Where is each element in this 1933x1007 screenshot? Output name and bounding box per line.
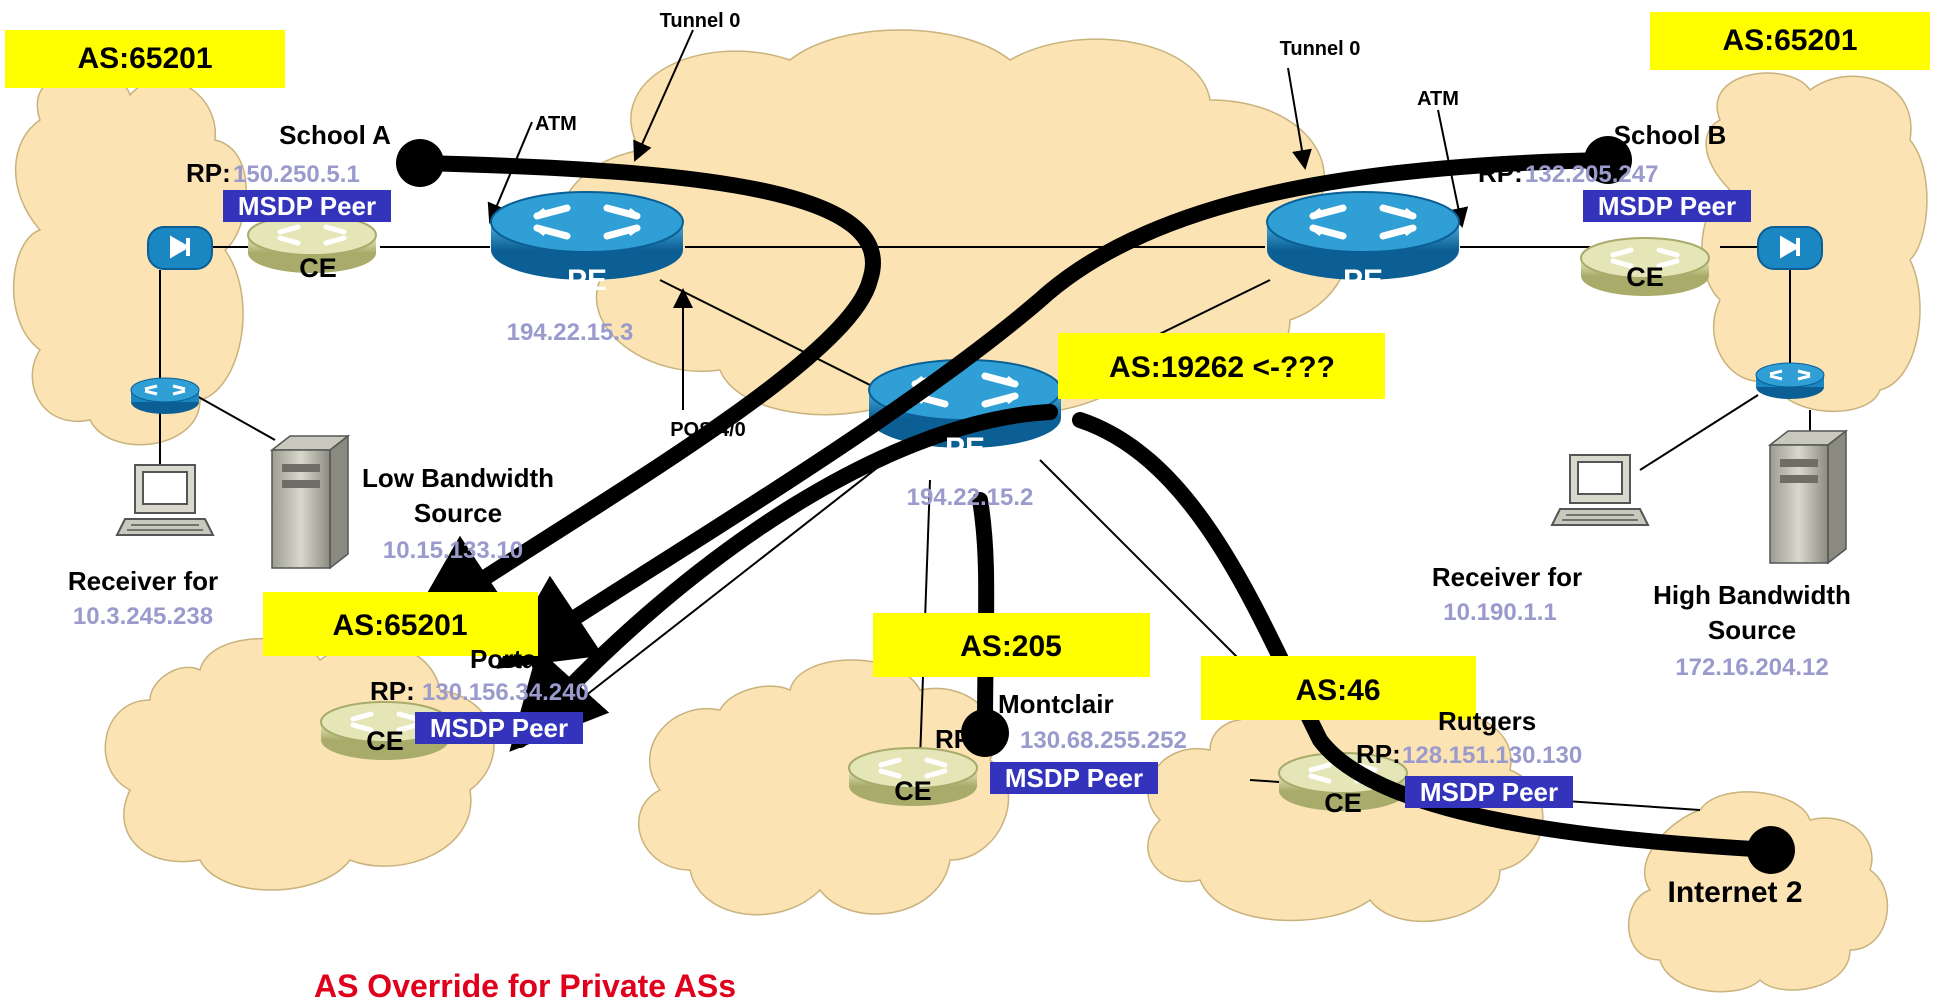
low-bw-line1: Low Bandwidth [362, 463, 554, 493]
pe-center-label: PE [945, 432, 985, 465]
school-b-rp-prefix: RP: [1478, 158, 1523, 188]
ce-portal-label: CE [366, 726, 404, 756]
school-a-msdp: MSDP Peer [238, 191, 376, 221]
cloud-montclair [638, 659, 1010, 916]
tunnel-label-left: Tunnel 0 [660, 10, 741, 32]
portal-rp-prefix: RP: [370, 676, 415, 706]
msdp-paths [406, 152, 1778, 858]
pe-center-ip: 194.22.15.2 [907, 484, 1034, 511]
school-a-rp-prefix: RP: [186, 158, 231, 188]
receiver-right-ip: 10.190.1.1 [1443, 599, 1556, 626]
ce-montclair-label: CE [894, 776, 932, 806]
switch-icon-left [146, 225, 214, 271]
portal-rp-ip: 130.156.34.240 [422, 679, 589, 706]
low-bw-line2: Source [414, 498, 502, 528]
as-label-portal: AS:65201 [332, 609, 467, 642]
school-a-name: School A [279, 120, 391, 150]
low-bw-ip: 10.15.133.10 [383, 537, 523, 564]
rp-dots [396, 136, 1795, 874]
as-boxes [5, 12, 1930, 720]
rutgers-name: Rutgers [1438, 706, 1536, 736]
montclair-msdp: MSDP Peer [1005, 763, 1143, 793]
portal-msdp: MSDP Peer [430, 713, 568, 743]
pe-left-label: PE [567, 264, 607, 297]
school-a-rp-ip: 150.250.5.1 [233, 161, 360, 188]
cloud-portal [104, 637, 495, 891]
school-b-msdp: MSDP Peer [1598, 191, 1736, 221]
access-router-right [1754, 361, 1826, 401]
high-bw-line2: Source [1708, 615, 1796, 645]
pe-right-label: PE [1343, 264, 1383, 297]
high-bw-line1: High Bandwidth [1653, 580, 1851, 610]
receiver-right-label: Receiver for [1432, 562, 1582, 592]
ce-school-a-label: CE [299, 253, 337, 283]
rutgers-msdp: MSDP Peer [1420, 777, 1558, 807]
montclair-name: Montclair [998, 689, 1114, 719]
receiver-left-ip: 10.3.245.238 [73, 603, 213, 630]
as-label-top-left: AS:65201 [77, 42, 212, 75]
montclair-rp-ip: 130.68.255.252 [1020, 727, 1187, 754]
internet2-label: Internet 2 [1667, 876, 1802, 909]
school-b-rp-ip: 132.205.247 [1525, 161, 1658, 188]
pc-icon-right [1551, 454, 1649, 526]
atm-label-left: ATM [535, 113, 577, 135]
as-label-top-right: AS:65201 [1722, 24, 1857, 57]
high-bw-ip: 172.16.204.12 [1675, 654, 1828, 681]
ce-school-b-label: CE [1626, 262, 1664, 292]
atm-label-right: ATM [1417, 88, 1459, 110]
cloud-core [558, 29, 1349, 416]
school-b-name: School B [1614, 120, 1727, 150]
server-icon-low-bw [271, 435, 349, 569]
receiver-left-label: Receiver for [68, 566, 218, 596]
switch-icon-right [1756, 225, 1824, 271]
tunnel-label-right: Tunnel 0 [1280, 38, 1361, 60]
pos-label: POS 4/0 [670, 419, 746, 441]
access-router-left [129, 376, 201, 416]
msdp-boxes [223, 190, 1751, 808]
montclair-rp-prefix: RP: [935, 724, 980, 754]
rutgers-rp-prefix: RP: [1356, 739, 1401, 769]
ce-rutgers-label: CE [1324, 788, 1362, 818]
as-label-core: AS:19262 <-??? [1109, 351, 1335, 384]
as-label-rutgers: AS:46 [1295, 674, 1380, 707]
rutgers-rp-ip: 128.151.130.130 [1402, 742, 1582, 769]
server-icon-high-bw [1769, 430, 1847, 564]
portal-name: Portal [470, 644, 544, 674]
as-label-montclair: AS:205 [960, 630, 1062, 663]
diagram-title: AS Override for Private ASs [314, 968, 736, 1004]
pc-icon-left [116, 464, 214, 536]
pe-left-ip: 194.22.15.3 [507, 319, 634, 346]
